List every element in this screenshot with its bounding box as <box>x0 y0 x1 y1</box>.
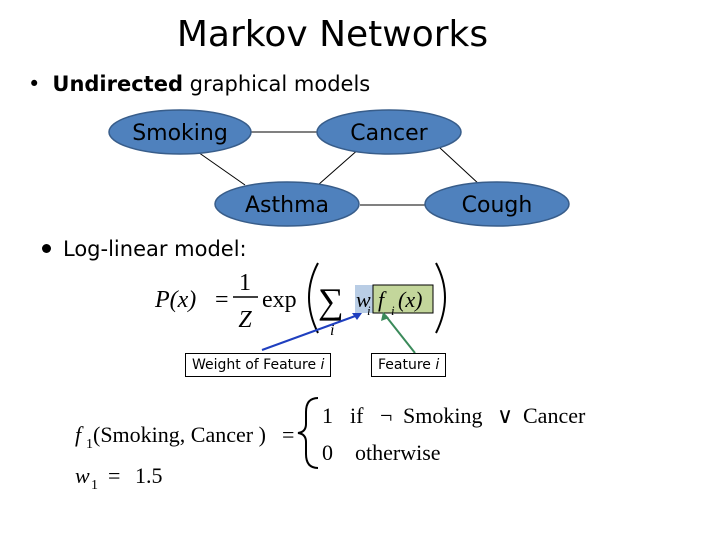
weight-label-text: Weight of Feature <box>192 357 321 373</box>
formula-right-paren <box>435 262 446 334</box>
node-smoking-label: Smoking <box>132 121 228 146</box>
wdef-sub: 1 <box>91 478 98 493</box>
slide-title: Markov Networks <box>176 14 489 55</box>
def-or: ∨ <box>497 403 513 428</box>
bullet-undirected: • Undirected graphical models <box>28 72 370 96</box>
feature-label-index: i <box>435 357 440 373</box>
formula-sum-index: i <box>330 322 334 339</box>
markov-network-diagram: Smoking Cancer Asthma Cough <box>108 109 570 227</box>
node-cancer-label: Cancer <box>350 121 428 146</box>
formula-frac-den: Z <box>238 307 252 333</box>
node-asthma: Asthma <box>214 181 360 227</box>
bullet-bold-text: Undirected <box>52 72 183 96</box>
def-smoking: Smoking <box>403 403 482 428</box>
node-smoking: Smoking <box>108 109 252 155</box>
formula-frac-num: 1 <box>239 270 251 296</box>
weight-label: Weight of Feature i <box>185 353 332 377</box>
node-asthma-label: Asthma <box>245 193 329 218</box>
def-case2-val: 0 <box>322 440 333 465</box>
formula-left-paren <box>308 262 319 334</box>
formula-equals: = <box>215 287 229 313</box>
node-cough-label: Cough <box>462 193 533 218</box>
feature-arrow <box>384 314 416 354</box>
node-cough: Cough <box>424 181 570 227</box>
bullet-marker: • <box>28 72 41 96</box>
weight-arrow-head <box>352 313 362 320</box>
formula-f-arg: (x) <box>398 287 422 312</box>
def-brace <box>297 397 319 469</box>
formula-f-sub: i <box>391 303 395 318</box>
edge-cancer-asthma <box>317 147 361 186</box>
wdef-value: 1.5 <box>135 463 163 488</box>
weight-arrow <box>261 314 359 351</box>
weight-label-index: i <box>320 357 325 373</box>
formula-exp: exp <box>262 287 297 313</box>
def-cancer: Cancer <box>523 403 586 428</box>
formula-sum-sign: ∑ <box>318 281 344 321</box>
weight-definition: w 1 = 1.5 <box>75 463 163 493</box>
feature-highlight <box>372 284 434 314</box>
wdef-w: w <box>75 463 90 488</box>
bullet-log-linear: Log-linear model: <box>42 237 247 261</box>
feature-label: Feature i <box>371 353 447 377</box>
def-case1-if: if <box>350 403 364 428</box>
formula-lhs: P(x) <box>154 287 196 313</box>
weight-highlight <box>355 285 373 313</box>
formula-f: f <box>378 287 387 312</box>
bullet-rest-text: graphical models <box>182 72 371 96</box>
def-f-sub: 1 <box>86 437 93 452</box>
def-case2-otherwise: otherwise <box>355 440 441 465</box>
def-equals: = <box>282 422 294 447</box>
node-cancer: Cancer <box>316 109 462 155</box>
feature-label-text: Feature <box>378 357 436 373</box>
bullet-log-linear-text: Log-linear model: <box>63 237 247 261</box>
def-not: ¬ <box>380 403 392 428</box>
formula-w: w <box>356 287 371 312</box>
wdef-equals: = <box>108 463 120 488</box>
def-f: f <box>75 422 84 447</box>
log-linear-formula: P(x) = 1 Z exp ∑ i w i f i (x) <box>154 262 446 354</box>
def-case1-val: 1 <box>322 403 333 428</box>
feature-definition: f 1 (Smoking, Cancer ) = 1 if ¬ Smoking … <box>75 397 586 469</box>
edge-cancer-cough <box>439 147 481 186</box>
bullet-dot <box>42 243 51 253</box>
formula-w-sub: i <box>367 303 371 318</box>
edge-smoking-asthma <box>194 149 246 186</box>
feature-arrow-head <box>381 312 389 321</box>
def-f-args: (Smoking, Cancer ) <box>93 422 266 447</box>
